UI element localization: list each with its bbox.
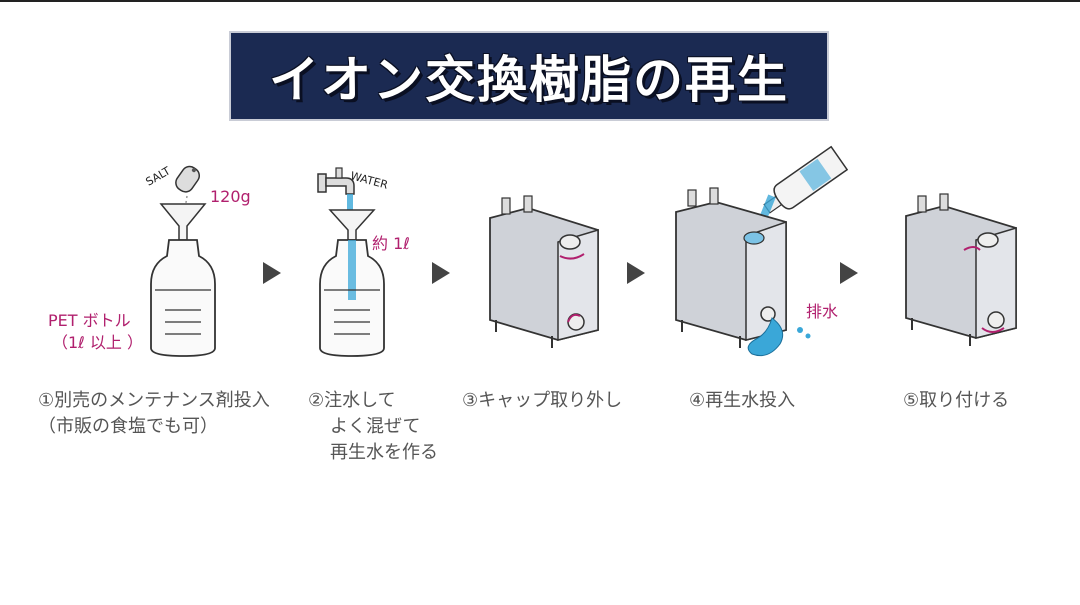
pouring-bottle-icon: [763, 145, 848, 214]
salt-shaker-icon: [175, 165, 201, 193]
step1-caption: ①別売のメンテナンス剤投入 （市販の食塩でも可）: [38, 388, 270, 440]
step2-caption-line: ②注水して: [308, 390, 396, 411]
step2-bottle-illustration: [317, 167, 385, 357]
step-arrow-icon: [840, 262, 858, 284]
drain-cap-icon: [987, 311, 1005, 329]
pet-bottle-label: PET ボトル: [48, 311, 131, 330]
step-arrow-icon: [263, 262, 281, 284]
page-title: イオン交換樹脂の再生: [269, 51, 789, 109]
step5-caption-line: ⑤取り付ける: [903, 390, 1010, 411]
step3-caption: ③キャップ取り外し: [462, 388, 622, 414]
step-arrow-icon: [432, 262, 450, 284]
step1-caption-line: （市販の食塩でも可）: [38, 416, 218, 437]
pet-bottle-size-label: （1ℓ 以上 ）: [52, 333, 143, 352]
title-banner: イオン交換樹脂の再生: [229, 31, 829, 121]
step2-caption: ②注水して よく混ぜて 再生水を作る: [308, 388, 438, 466]
step3-tank-illustration: [489, 195, 599, 348]
step5-caption: ⑤取り付ける: [903, 388, 1009, 414]
funnel-icon: [159, 203, 207, 241]
cap-icon: [559, 234, 581, 250]
step2-caption-line: 再生水を作る: [330, 442, 438, 463]
weight-label: 120g: [210, 187, 251, 206]
faucet-icon: [317, 167, 355, 195]
funnel-icon: [328, 209, 376, 241]
step1-caption-line: ①別売のメンテナンス剤投入: [38, 390, 270, 411]
step4-caption: ④再生水投入: [689, 388, 795, 414]
step-arrow-icon: [627, 262, 645, 284]
approx-volume-label: 約 1ℓ: [372, 234, 410, 253]
drain-water-icon: [747, 317, 784, 357]
step2-caption-line: よく混ぜて: [330, 416, 421, 437]
step4-tank-illustration: [675, 145, 848, 357]
cap-icon: [977, 232, 999, 248]
step1-bottle-illustration: [150, 165, 216, 357]
step3-caption-line: ③キャップ取り外し: [462, 390, 623, 411]
drain-label: 排水: [806, 302, 839, 321]
top-border: [0, 0, 1080, 2]
step5-tank-illustration: [905, 193, 1017, 346]
step4-caption-line: ④再生水投入: [689, 390, 796, 411]
